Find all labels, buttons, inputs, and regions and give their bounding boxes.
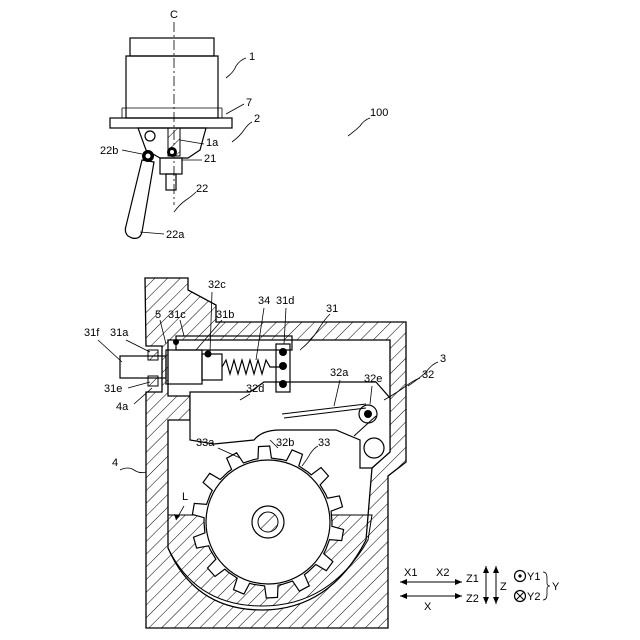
label-32d: 32d — [246, 383, 264, 395]
label-32b: 32b — [276, 437, 294, 449]
label-3: 3 — [440, 353, 446, 365]
label-c: C — [170, 9, 178, 21]
label-4: 4 — [112, 457, 118, 469]
label-1a: 1a — [206, 137, 219, 149]
axis-y1: Y1 — [527, 571, 540, 583]
seal-31e — [148, 376, 158, 386]
label-22: 22 — [196, 183, 208, 195]
axis-x1: X1 — [404, 567, 417, 579]
label-32e: 32e — [364, 373, 382, 385]
slider-body-31b — [166, 350, 202, 384]
motor-unit-figure — [110, 22, 232, 238]
pivot-upper — [145, 131, 155, 141]
label-32a: 32a — [330, 367, 349, 379]
label-31e: 31e — [104, 383, 122, 395]
label-33: 33 — [318, 437, 330, 449]
label-31f: 31f — [84, 327, 100, 339]
label-100: 100 — [370, 107, 388, 119]
label-l: L — [182, 491, 188, 503]
motor-body-1 — [126, 56, 218, 118]
label-21: 21 — [204, 153, 216, 165]
spring-34 — [222, 360, 282, 374]
label-22b: 22b — [100, 145, 118, 157]
axis-z1: Z1 — [466, 573, 479, 585]
axis-z: Z — [500, 581, 507, 593]
label-7: 7 — [246, 97, 252, 109]
label-31b: 31b — [216, 309, 234, 321]
label-31d: 31d — [276, 295, 294, 307]
axis-x2: X2 — [436, 567, 449, 579]
label-33a: 33a — [196, 437, 215, 449]
label-32c: 32c — [208, 279, 226, 291]
shaft-holder-21 — [160, 158, 182, 174]
rod-31f — [120, 356, 166, 378]
label-4a: 4a — [116, 401, 129, 413]
axis-y: Y — [552, 581, 560, 593]
lever-22 — [125, 160, 154, 238]
gear-bearing — [258, 512, 278, 532]
label-31: 31 — [326, 303, 338, 315]
label-34: 34 — [258, 295, 270, 307]
axis-z2: Z2 — [466, 593, 479, 605]
slider-tip-32c — [202, 354, 222, 380]
label-1: 1 — [249, 51, 255, 63]
label-5: 5 — [155, 309, 161, 321]
axis-y2: Y2 — [527, 591, 540, 603]
y-brace — [543, 572, 550, 600]
flange-7 — [110, 118, 232, 128]
motor-top-cap — [130, 38, 214, 56]
axis-x: X — [424, 601, 432, 613]
label-2: 2 — [254, 113, 260, 125]
label-22a: 22a — [166, 229, 185, 241]
label-31a: 31a — [110, 327, 129, 339]
label-31c: 31c — [168, 309, 186, 321]
label-32: 32 — [422, 369, 434, 381]
